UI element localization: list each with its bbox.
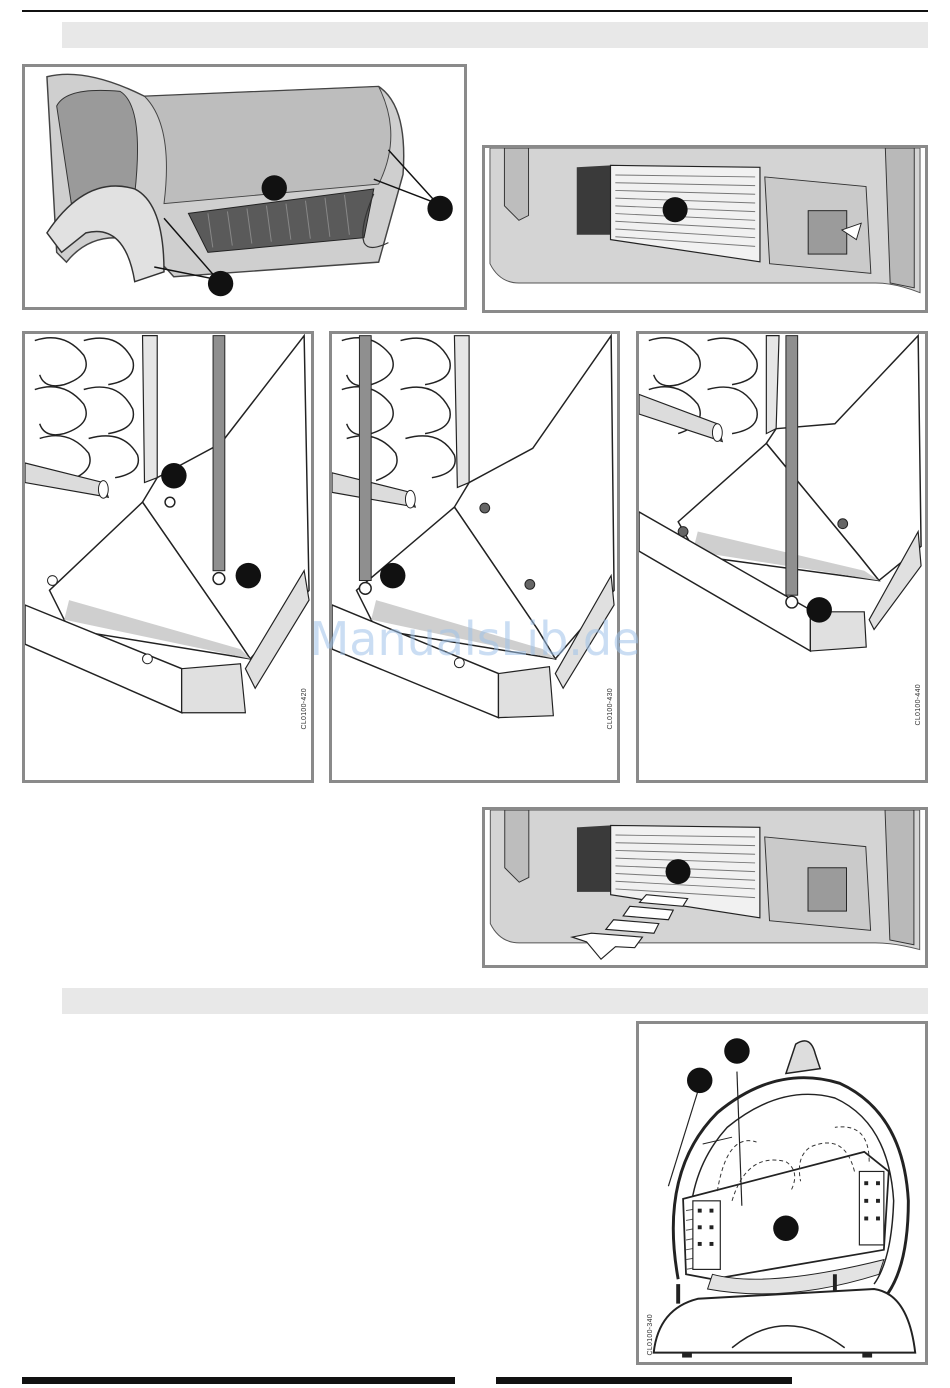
figure-code: CL0100-340 xyxy=(647,1314,654,1356)
airflow-illustration xyxy=(639,1024,925,1362)
callout-marker xyxy=(262,175,287,200)
panel-a-illustration xyxy=(25,334,311,780)
bottom-rule-left xyxy=(22,1377,455,1384)
callout-marker xyxy=(687,1068,712,1093)
section-header-band-2 xyxy=(62,988,928,1014)
figure-condenser-removal xyxy=(482,807,928,968)
panel-c-illustration xyxy=(639,334,925,780)
callout-marker xyxy=(208,271,233,296)
figure-code: CL0100-440 xyxy=(915,684,922,726)
condenser-illustration xyxy=(485,148,925,310)
figure-panel-a: CL0100-420 xyxy=(22,331,314,783)
panel-b-illustration xyxy=(332,334,617,780)
watermark: ManualsLib.de xyxy=(0,612,950,666)
condenser-removal-illustration xyxy=(485,810,925,965)
callout-marker xyxy=(161,463,186,488)
bottom-rule-right xyxy=(496,1377,792,1384)
callout-marker xyxy=(773,1216,798,1241)
figure-cabinet-overview xyxy=(22,64,467,310)
callout-marker xyxy=(663,197,688,222)
figure-panel-b: CL0100-430 xyxy=(329,331,620,783)
callout-marker xyxy=(724,1038,749,1063)
callout-marker xyxy=(427,196,452,221)
figure-condenser-front xyxy=(482,145,928,313)
cabinet-illustration xyxy=(25,67,464,307)
figure-code: CL0100-430 xyxy=(607,688,614,730)
figure-code: CL0100-420 xyxy=(301,688,308,730)
section-header-band xyxy=(62,22,928,48)
callout-marker xyxy=(666,859,691,884)
figure-panel-c: CL0100-440 xyxy=(636,331,928,783)
callout-marker xyxy=(236,563,261,588)
top-rule xyxy=(22,10,928,12)
callout-marker xyxy=(380,563,405,588)
figure-airflow-section: CL0100-340 xyxy=(636,1021,928,1365)
